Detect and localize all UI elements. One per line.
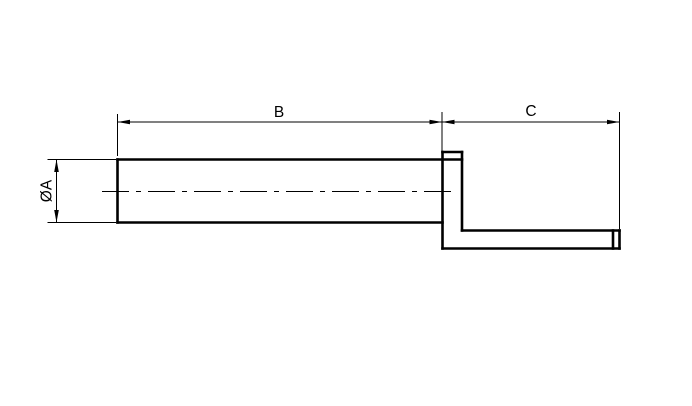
dimension-label-b: B — [274, 104, 284, 121]
arrowheads-group — [54, 119, 620, 223]
dimension-label-diameter-a: ØA — [39, 179, 56, 202]
dia-a-arrow-bottom — [54, 210, 59, 223]
dim-c-arrow-left — [442, 119, 455, 125]
dim-b-arrow-right — [429, 119, 442, 125]
dia-a-arrow-top — [54, 159, 59, 172]
part-outline-group — [116, 150, 621, 250]
dim-b-arrow-left — [117, 119, 130, 125]
dimension-lines-group — [47, 112, 620, 229]
dimension-label-c: C — [525, 103, 536, 120]
dim-c-arrow-right — [607, 119, 620, 125]
